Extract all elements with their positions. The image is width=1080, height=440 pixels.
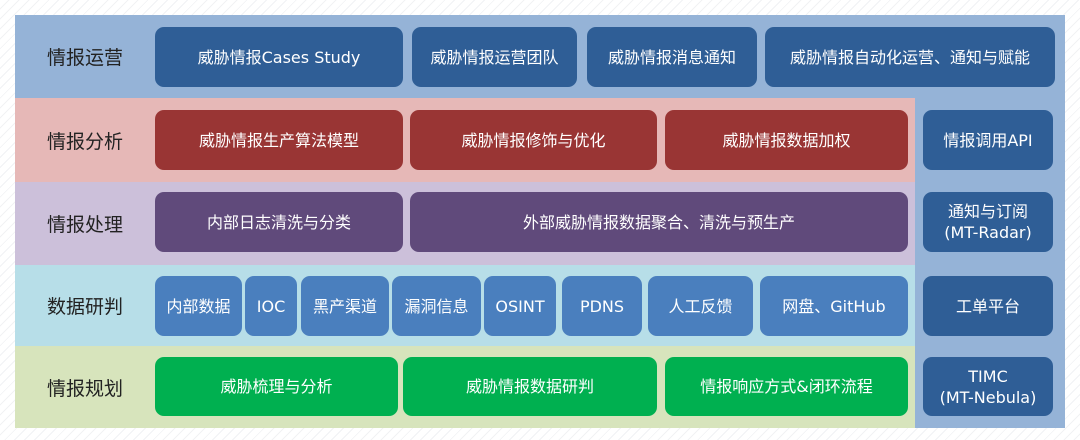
ops-box: 威胁情报Cases Study bbox=[155, 27, 403, 87]
ops-box: 威胁情报自动化运营、通知与赋能 bbox=[765, 27, 1055, 87]
analysis-box: 威胁情报修饰与优化 bbox=[410, 110, 657, 170]
side-box-line1: 情报调用API bbox=[943, 130, 1033, 150]
planning-box: 威胁梳理与分析 bbox=[155, 357, 398, 416]
side-box-timc: TIMC (MT-Nebula) bbox=[923, 357, 1053, 416]
data-source-box: 黑产渠道 bbox=[301, 276, 389, 336]
planning-box: 威胁情报数据研判 bbox=[403, 357, 657, 416]
side-box-line1: 工单平台 bbox=[955, 296, 1020, 316]
processing-box: 内部日志清洗与分类 bbox=[155, 192, 403, 252]
row-label-data: 数据研判 bbox=[46, 296, 123, 318]
side-box-radar: 通知与订阅 (MT-Radar) bbox=[923, 192, 1053, 252]
data-source-box: 内部数据 bbox=[155, 276, 242, 336]
side-box-api: 情报调用API bbox=[923, 110, 1053, 170]
data-source-box: 网盘、GitHub bbox=[760, 276, 908, 336]
side-box-line2: (MT-Radar) bbox=[944, 223, 1032, 242]
data-source-box: OSINT bbox=[484, 276, 556, 336]
analysis-box: 威胁情报数据加权 bbox=[665, 110, 908, 170]
data-source-box: 漏洞信息 bbox=[392, 276, 481, 336]
ops-box: 威胁情报运营团队 bbox=[412, 27, 577, 87]
row-label-planning: 情报规划 bbox=[46, 377, 123, 400]
data-source-box: PDNS bbox=[562, 276, 642, 336]
row-label-processing: 情报处理 bbox=[46, 214, 123, 236]
side-box-ticket: 工单平台 bbox=[923, 276, 1053, 336]
row-label-analysis: 情报分析 bbox=[46, 130, 123, 153]
side-box-line1: TIMC bbox=[968, 366, 1008, 386]
analysis-box: 威胁情报生产算法模型 bbox=[155, 110, 403, 170]
ops-box: 威胁情报消息通知 bbox=[587, 27, 757, 87]
side-box-line2: (MT-Nebula) bbox=[939, 387, 1037, 407]
processing-box: 外部威胁情报数据聚合、清洗与预生产 bbox=[410, 192, 908, 252]
data-source-box: 人工反馈 bbox=[648, 276, 753, 336]
row-label-ops: 情报运营 bbox=[46, 47, 123, 69]
side-box-line1: 通知与订阅 bbox=[947, 202, 1028, 221]
data-source-box: IOC bbox=[245, 276, 297, 336]
planning-box: 情报响应方式&闭环流程 bbox=[665, 357, 908, 416]
